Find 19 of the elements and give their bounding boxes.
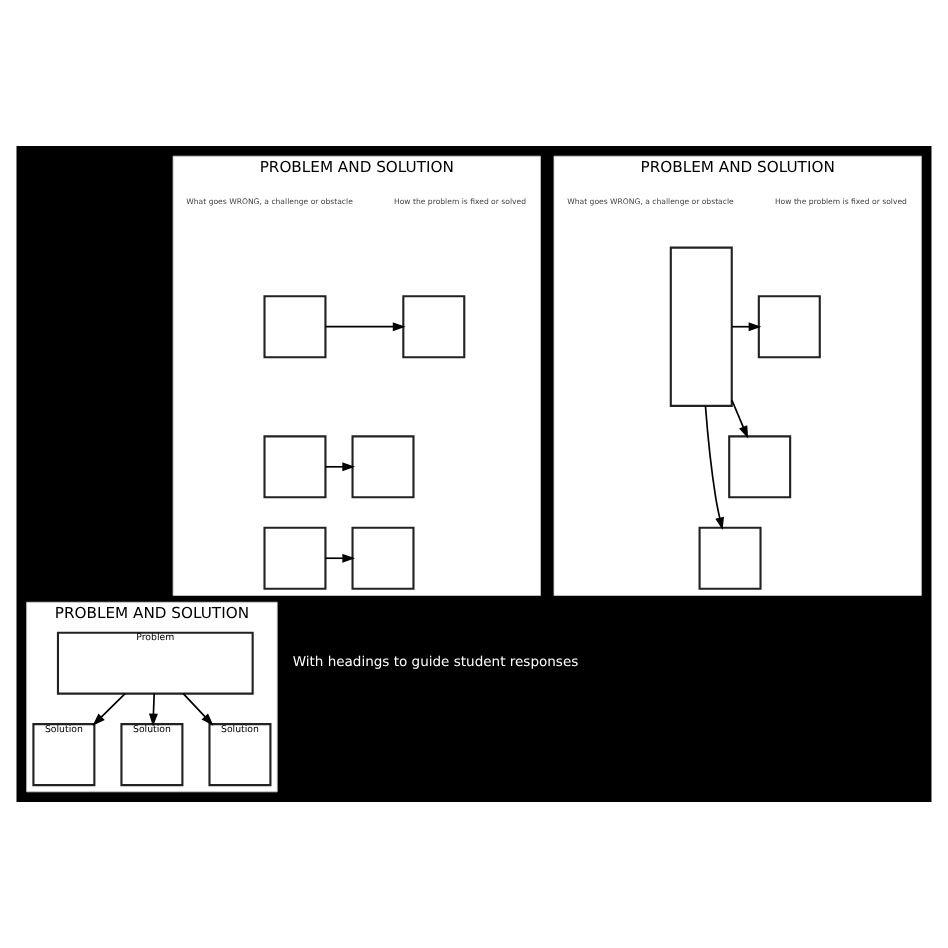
arrow — [324, 553, 356, 563]
arrow — [704, 405, 724, 531]
arrow — [324, 322, 406, 332]
arrow — [731, 322, 762, 332]
node-box — [263, 295, 327, 359]
node-box — [728, 435, 792, 499]
node-box — [351, 435, 415, 499]
arrow — [731, 399, 749, 439]
node-box — [669, 246, 733, 407]
node-box — [263, 435, 327, 499]
node-box — [402, 295, 466, 359]
node-box — [351, 526, 415, 590]
node-box — [757, 295, 821, 359]
node-box — [263, 526, 327, 590]
arrow — [92, 692, 126, 726]
node-box — [698, 526, 762, 590]
arrow — [149, 692, 158, 727]
arrow — [182, 692, 214, 726]
arrow — [324, 462, 356, 472]
